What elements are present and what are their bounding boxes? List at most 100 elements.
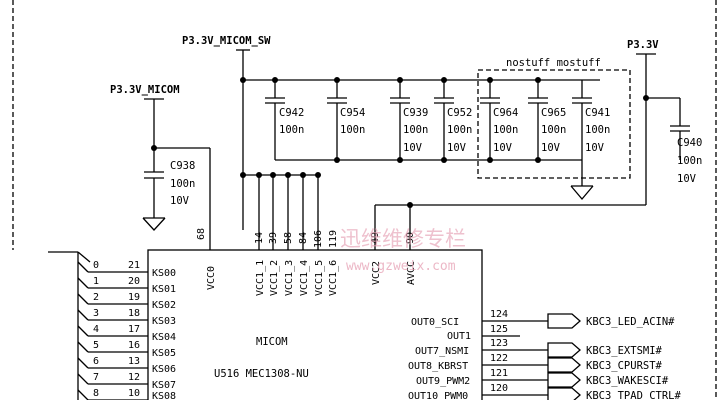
- svg-text:12: 12: [128, 372, 140, 383]
- svg-text:10V: 10V: [585, 142, 605, 154]
- svg-text:OUT10_PWM0: OUT10_PWM0: [408, 391, 468, 400]
- svg-text:121: 121: [490, 368, 508, 379]
- svg-text:0: 0: [93, 260, 99, 271]
- svg-text:VCC0: VCC0: [206, 266, 217, 290]
- rail-label-micom-sw: P3.3V_MICOM_SW: [182, 35, 271, 47]
- svg-text:KS02: KS02: [152, 300, 176, 311]
- micom-rail: [142, 98, 211, 250]
- svg-text:C939: C939: [403, 107, 428, 119]
- cap-c941: C941 100n 10V: [585, 107, 610, 154]
- svg-text:C954: C954: [340, 107, 365, 119]
- cap-c964: C964 100n 10V: [493, 107, 518, 154]
- svg-text:119: 119: [328, 230, 339, 248]
- svg-text:10V: 10V: [541, 142, 561, 154]
- svg-text:KBC3_WAKESCI#: KBC3_WAKESCI#: [586, 375, 669, 387]
- svg-text:49: 49: [370, 232, 381, 244]
- svg-text:KS05: KS05: [152, 348, 176, 359]
- svg-text:8: 8: [93, 388, 99, 399]
- rail-label-p33: P3.3V: [627, 39, 659, 51]
- rail-label-micom: P3.3V_MICOM: [110, 84, 180, 96]
- svg-text:OUT1: OUT1: [447, 331, 471, 342]
- ic-part-number: U516 MEC1308-NU: [214, 368, 309, 380]
- svg-text:123: 123: [490, 338, 508, 349]
- svg-text:10: 10: [128, 388, 140, 399]
- cap-c965: C965 100n 10V: [541, 107, 566, 154]
- svg-text:VCC1_3: VCC1_3: [284, 260, 295, 296]
- svg-text:VCC1_4: VCC1_4: [299, 260, 310, 296]
- svg-text:58: 58: [283, 232, 294, 244]
- svg-text:100n: 100n: [447, 124, 472, 136]
- svg-text:KS06: KS06: [152, 364, 176, 375]
- svg-text:C964: C964: [493, 107, 518, 119]
- svg-text:KBC3_CPURST#: KBC3_CPURST#: [586, 360, 663, 372]
- svg-text:KBC3_EXTSMI#: KBC3_EXTSMI#: [586, 345, 663, 357]
- watermark-cn: 迅维维修专栏: [340, 227, 466, 251]
- svg-text:100n: 100n: [493, 124, 518, 136]
- svg-text:100n: 100n: [279, 124, 304, 136]
- cap-c942: C942 100n: [279, 107, 304, 136]
- svg-text:KS04: KS04: [152, 332, 176, 343]
- svg-text:17: 17: [128, 324, 140, 335]
- cap-c938: C938 100n 10V: [170, 160, 195, 207]
- svg-text:C952: C952: [447, 107, 472, 119]
- svg-text:124: 124: [490, 309, 508, 320]
- watermark-url: www.gzweix.com: [346, 259, 456, 274]
- nostuff-region: [477, 69, 631, 179]
- svg-text:C942: C942: [279, 107, 304, 119]
- ks-bus: [48, 251, 148, 400]
- svg-text:OUT7_NSMI: OUT7_NSMI: [415, 346, 469, 357]
- svg-text:106: 106: [313, 230, 324, 248]
- svg-text:10V: 10V: [403, 142, 423, 154]
- svg-text:4: 4: [93, 324, 99, 335]
- cap-c952: C952 100n 10V: [447, 107, 472, 154]
- svg-text:VCC1_6: VCC1_6: [328, 260, 339, 296]
- svg-text:KS01: KS01: [152, 284, 176, 295]
- ic-micom-body: [147, 249, 483, 400]
- svg-text:C938: C938: [170, 160, 195, 172]
- svg-text:VCC1_2: VCC1_2: [269, 260, 280, 296]
- svg-text:21: 21: [128, 260, 140, 271]
- svg-text:KS03: KS03: [152, 316, 176, 327]
- svg-text:16: 16: [128, 340, 140, 351]
- svg-text:KBC3_LED_ACIN#: KBC3_LED_ACIN#: [586, 316, 675, 328]
- nostuff-label: nostuff mostuff: [506, 57, 601, 69]
- svg-text:20: 20: [128, 276, 140, 287]
- svg-text:6: 6: [93, 356, 99, 367]
- svg-text:C965: C965: [541, 107, 566, 119]
- p33-rail: [374, 53, 690, 250]
- power-pin-labels: VCC0 VCC1_1 VCC1_2 VCC1_3 VCC1_4 VCC1_5 …: [206, 260, 417, 296]
- ks-pin-rows: 0 21 KS00 1 20 KS01 2 19 KS02 3 18 KS03 …: [93, 260, 176, 400]
- svg-text:10V: 10V: [493, 142, 513, 154]
- junction: [240, 77, 246, 83]
- svg-text:120: 120: [490, 383, 508, 394]
- svg-text:10V: 10V: [677, 173, 697, 185]
- svg-text:VCC2: VCC2: [371, 261, 382, 285]
- svg-text:100n: 100n: [585, 124, 610, 136]
- cap-c939: C939 100n 10V: [403, 107, 428, 154]
- svg-text:AVCC: AVCC: [406, 261, 417, 285]
- junction: [240, 172, 246, 178]
- svg-text:84: 84: [298, 232, 309, 244]
- svg-text:OUT0_SCI: OUT0_SCI: [411, 317, 459, 328]
- svg-text:125: 125: [490, 324, 508, 335]
- svg-text:68: 68: [196, 228, 207, 240]
- svg-text:122: 122: [490, 353, 508, 364]
- svg-text:KS00: KS00: [152, 268, 176, 279]
- svg-text:18: 18: [128, 308, 140, 319]
- svg-text:100n: 100n: [677, 155, 702, 167]
- svg-text:100n: 100n: [403, 124, 428, 136]
- svg-text:100n: 100n: [340, 124, 365, 136]
- svg-text:13: 13: [128, 356, 140, 367]
- svg-text:39: 39: [268, 232, 279, 244]
- svg-text:KS08: KS08: [152, 391, 176, 400]
- capacitor-bank: [265, 77, 594, 201]
- svg-text:KBC3_TPAD_CTRL#: KBC3_TPAD_CTRL#: [586, 390, 682, 400]
- svg-text:19: 19: [128, 292, 140, 303]
- svg-text:VCC1_1: VCC1_1: [255, 260, 266, 296]
- ic-name: MICOM: [256, 336, 288, 348]
- svg-text:KS07: KS07: [152, 380, 176, 391]
- svg-text:1: 1: [93, 276, 99, 287]
- svg-text:C941: C941: [585, 107, 610, 119]
